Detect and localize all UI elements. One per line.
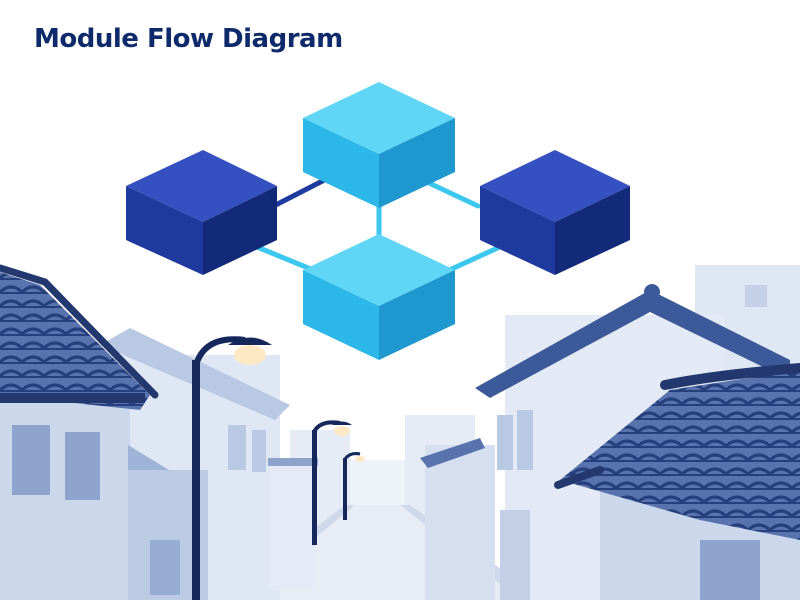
building-right-near-street bbox=[425, 445, 495, 600]
node-right-cube bbox=[480, 150, 630, 275]
window bbox=[65, 432, 100, 500]
roof-right-near bbox=[420, 438, 485, 468]
building-left-near-street bbox=[270, 460, 315, 590]
window bbox=[12, 425, 50, 495]
node-left-cube bbox=[126, 150, 277, 275]
window bbox=[228, 425, 246, 470]
roof-right-tiles bbox=[560, 370, 800, 540]
lamp-post bbox=[343, 452, 365, 520]
roof-right-mid bbox=[475, 290, 790, 398]
window bbox=[252, 430, 266, 472]
roof-left-ridge bbox=[0, 264, 159, 399]
door bbox=[500, 510, 530, 600]
lamp-post bbox=[312, 420, 352, 545]
street-scene bbox=[0, 264, 800, 600]
node-top-cube bbox=[303, 82, 455, 208]
roof-finial bbox=[644, 284, 660, 300]
window bbox=[497, 415, 513, 470]
window bbox=[517, 410, 533, 470]
module-flow-diagram bbox=[126, 82, 630, 360]
lamp-post bbox=[192, 336, 272, 600]
window bbox=[700, 540, 760, 600]
node-bottom-cube bbox=[303, 234, 455, 360]
roof-right-ridge bbox=[660, 363, 800, 390]
page-title: Module Flow Diagram bbox=[34, 24, 343, 54]
window bbox=[745, 285, 767, 307]
roof-strip bbox=[268, 458, 318, 466]
roof-left-tiles bbox=[0, 272, 150, 410]
roof-right-eave bbox=[554, 466, 604, 489]
roof-left-eave bbox=[0, 393, 145, 403]
window bbox=[150, 540, 180, 595]
